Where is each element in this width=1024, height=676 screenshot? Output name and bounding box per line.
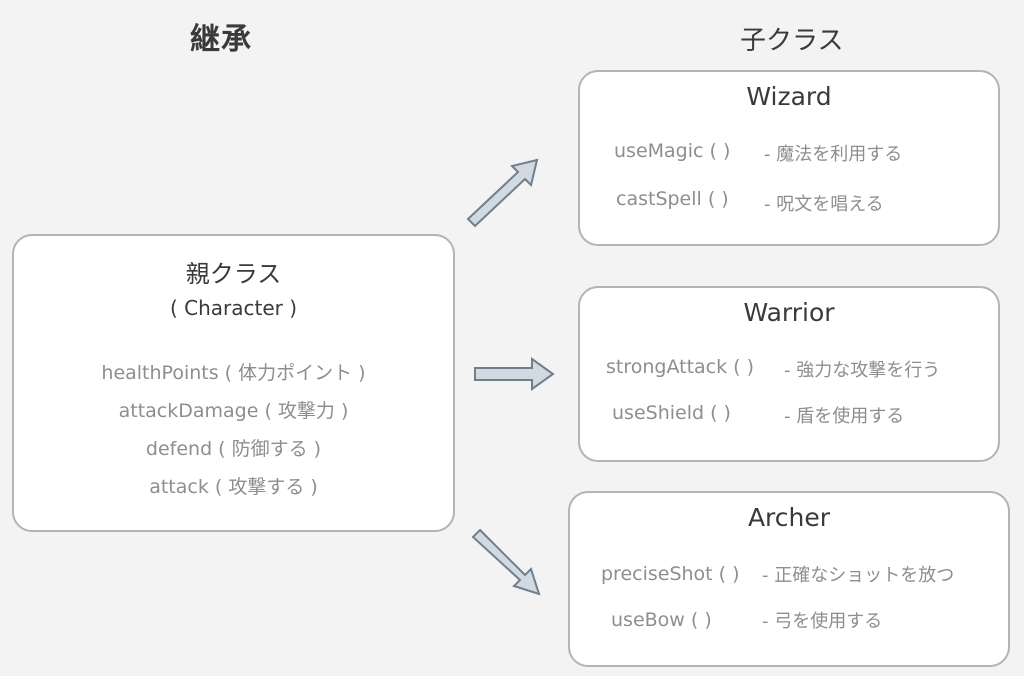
wizard-method-use-magic: useMagic ( ) [614, 140, 731, 162]
parent-member-health-points: healthPoints ( 体力ポイント ) [101, 362, 366, 384]
warrior-method-strong-attack: strongAttack ( ) [606, 356, 755, 378]
warrior-method-use-shield: useShield ( ) [612, 402, 731, 424]
arrow-to-warrior-icon [474, 357, 555, 391]
child-class-name-wizard: Wizard [746, 82, 832, 111]
child-classes-heading: 子クラス [740, 26, 844, 56]
parent-member-defend: defend ( 防御する ) [145, 438, 322, 460]
archer-method-precise-shot-desc: - 正確なショットを放つ [762, 565, 955, 586]
child-class-box-warrior: Warrior strongAttack ( ) - 強力な攻撃を行う useS… [578, 286, 1000, 462]
arrow-to-wizard-icon [466, 158, 539, 228]
child-class-name-warrior: Warrior [743, 298, 835, 327]
parent-member-attack: attack ( 攻撃する ) [149, 476, 318, 498]
wizard-method-use-magic-desc: - 魔法を利用する [764, 144, 903, 165]
wizard-method-cast-spell: castSpell ( ) [616, 188, 729, 210]
parent-class-box: 親クラス ( Character ) healthPoints ( 体力ポイント… [12, 234, 455, 532]
child-class-name-archer: Archer [747, 503, 831, 532]
wizard-method-cast-spell-desc: - 呪文を唱える [764, 194, 884, 215]
parent-member-attack-damage: attackDamage ( 攻撃力 ) [118, 400, 349, 422]
parent-class-name: 親クラス [185, 260, 282, 288]
parent-class-subtitle: ( Character ) [169, 296, 298, 320]
diagram-title: 継承 [190, 22, 252, 57]
arrow-to-archer-icon [471, 528, 541, 596]
archer-method-precise-shot: preciseShot ( ) [601, 563, 740, 585]
warrior-method-use-shield-desc: - 盾を使用する [784, 406, 905, 427]
warrior-method-strong-attack-desc: - 強力な攻撃を行う [784, 360, 941, 381]
child-class-box-wizard: Wizard useMagic ( ) - 魔法を利用する castSpell … [578, 70, 1000, 246]
archer-method-use-bow-desc: - 弓を使用する [762, 611, 883, 632]
child-class-box-archer: Archer preciseShot ( ) - 正確なショットを放つ useB… [568, 491, 1010, 667]
archer-method-use-bow: useBow ( ) [611, 609, 712, 631]
